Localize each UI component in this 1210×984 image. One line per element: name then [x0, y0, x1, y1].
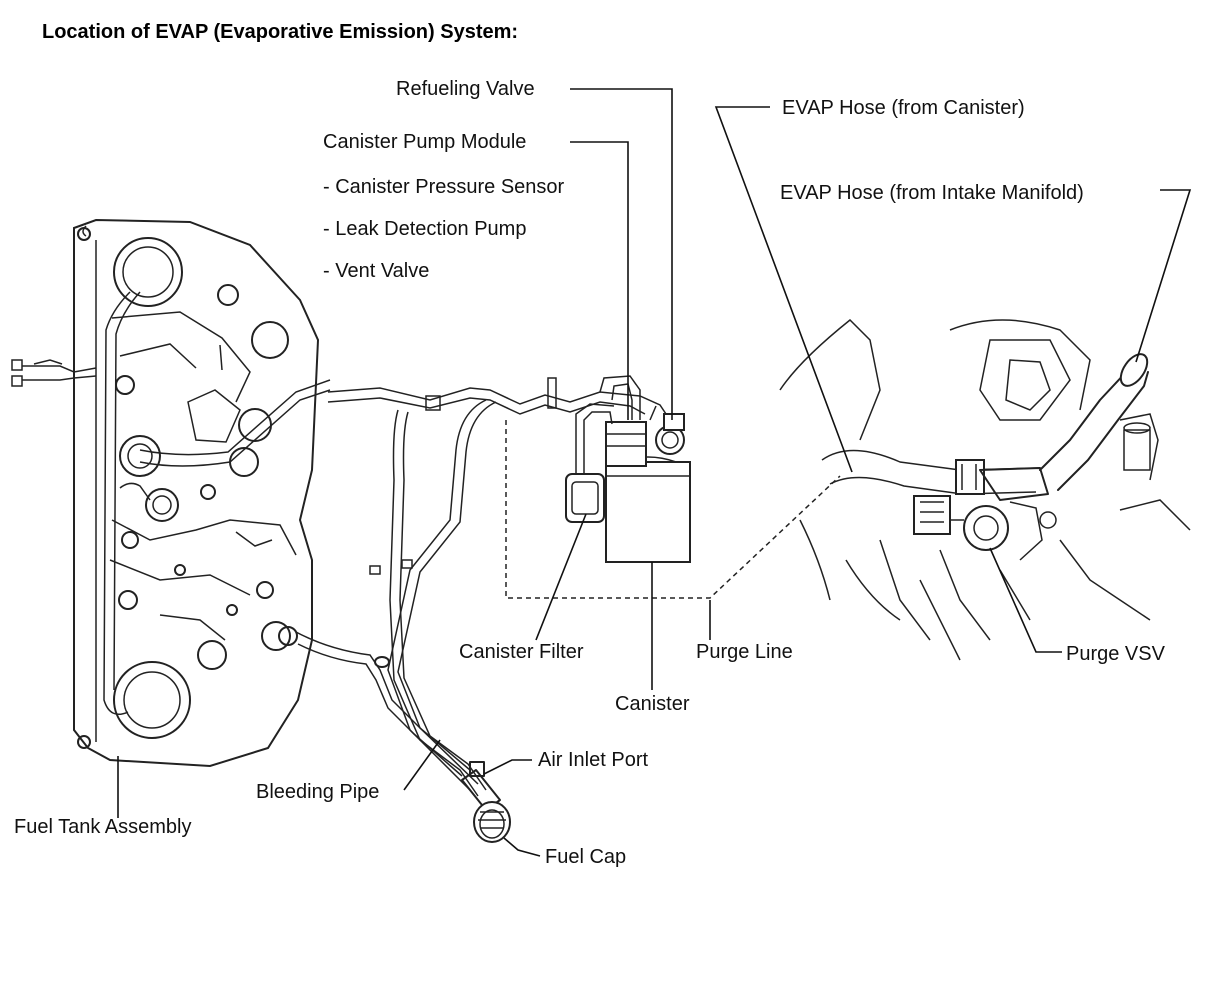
leader-lines — [117, 88, 1192, 857]
fuel-piping — [278, 377, 671, 843]
label-evap-hose-from-intake-manifold: EVAP Hose (from Intake Manifold) — [780, 182, 1084, 204]
label-fuel-tank-assembly: Fuel Tank Assembly — [14, 816, 192, 838]
label-evap-hose-from-canister: EVAP Hose (from Canister) — [782, 97, 1025, 119]
component-labels: Refueling Valve Canister Pump Module - C… — [14, 78, 1166, 868]
label-vent-valve: - Vent Valve — [323, 260, 429, 282]
label-bleeding-pipe: Bleeding Pipe — [256, 781, 379, 803]
label-fuel-cap: Fuel Cap — [545, 846, 626, 868]
canister-illustration — [565, 375, 691, 563]
label-purge-line: Purge Line — [696, 641, 793, 663]
label-canister-filter: Canister Filter — [459, 641, 584, 663]
label-refueling-valve: Refueling Valve — [396, 78, 535, 100]
label-leak-detection-pump: - Leak Detection Pump — [323, 218, 526, 240]
page-title: Location of EVAP (Evaporative Emission) … — [42, 21, 518, 43]
label-purge-vsv: Purge VSV — [1066, 643, 1166, 665]
label-canister: Canister — [615, 693, 690, 715]
engine-bay-illustration — [779, 318, 1191, 661]
label-canister-pressure-sensor: - Canister Pressure Sensor — [323, 176, 565, 198]
purge-line-path — [505, 420, 841, 599]
label-air-inlet-port: Air Inlet Port — [538, 749, 648, 771]
label-canister-pump-module: Canister Pump Module — [323, 131, 526, 153]
fuel-tank-illustration — [11, 218, 331, 768]
